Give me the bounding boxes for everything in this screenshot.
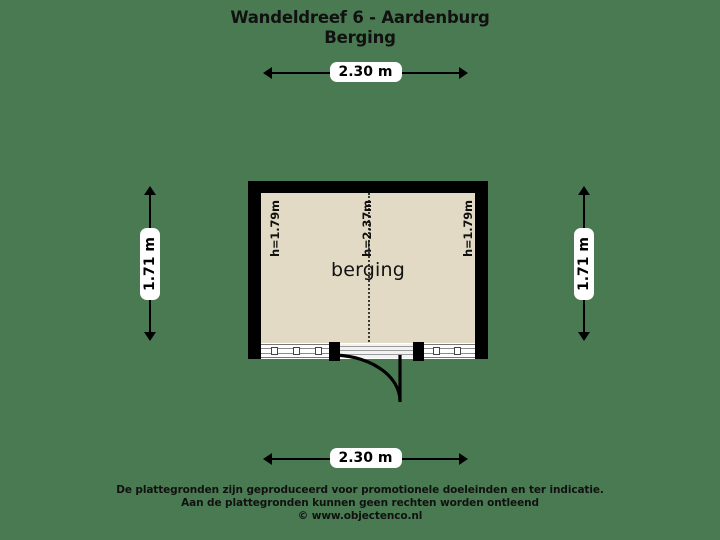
page-title: Wandeldreef 6 - Aardenburg Berging <box>0 8 720 48</box>
arrow-up-icon <box>144 186 156 195</box>
arrow-right-icon <box>459 453 468 465</box>
arrow-up-icon <box>578 186 590 195</box>
window-mullion <box>454 347 461 355</box>
dimension-right-height: 1.71 m <box>574 186 594 341</box>
dimension-right-label: 1.71 m <box>574 227 594 300</box>
door-threshold-line <box>340 346 413 347</box>
door-jamb-right <box>413 342 424 361</box>
window-rail <box>424 353 475 354</box>
arrow-left-icon <box>263 67 272 79</box>
window-mullion <box>293 347 300 355</box>
door-jamb-left <box>329 342 340 361</box>
window-mullion <box>315 347 322 355</box>
roof-ridge-line <box>368 193 370 346</box>
room-label-berging: berging <box>330 259 406 281</box>
footer-disclaimer: De plattegronden zijn geproduceerd voor … <box>0 484 720 523</box>
arrow-down-icon <box>578 332 590 341</box>
footer-line-2: Aan de plattegronden kunnen geen rechten… <box>181 497 539 509</box>
arrow-left-icon <box>263 453 272 465</box>
ceiling-height-label-right: h=1.79m <box>461 200 475 257</box>
front-wall-openings <box>261 342 475 361</box>
arrow-right-icon <box>459 67 468 79</box>
door-opening <box>340 344 413 358</box>
title-subtitle: Berging <box>324 28 396 47</box>
dimension-top-label: 2.30 m <box>329 62 402 82</box>
footer-copyright: © www.objectenco.nl <box>297 510 423 522</box>
dimension-top-width: 2.30 m <box>263 62 468 82</box>
dimension-bottom-label: 2.30 m <box>329 448 402 468</box>
dimension-left-height: 1.71 m <box>140 186 160 341</box>
dimension-left-label: 1.71 m <box>140 227 160 300</box>
ceiling-height-label-left: h=1.79m <box>268 200 282 257</box>
dimension-bottom-width: 2.30 m <box>263 448 468 468</box>
ceiling-height-label-middle: h=2.37m <box>360 200 374 257</box>
footer-line-1: De plattegronden zijn geproduceerd voor … <box>116 484 604 496</box>
floor-plan: berging h=1.79m h=2.37m h=1.79m <box>248 181 488 361</box>
door-threshold-line <box>340 354 413 355</box>
arrow-down-icon <box>144 332 156 341</box>
title-address: Wandeldreef 6 - Aardenburg <box>230 8 490 27</box>
window-right <box>424 344 475 358</box>
door-swing-arc <box>329 353 402 402</box>
door-threshold-line <box>340 350 413 351</box>
window-left <box>261 344 329 358</box>
window-mullion <box>271 347 278 355</box>
window-mullion <box>433 347 440 355</box>
window-rail <box>424 348 475 349</box>
